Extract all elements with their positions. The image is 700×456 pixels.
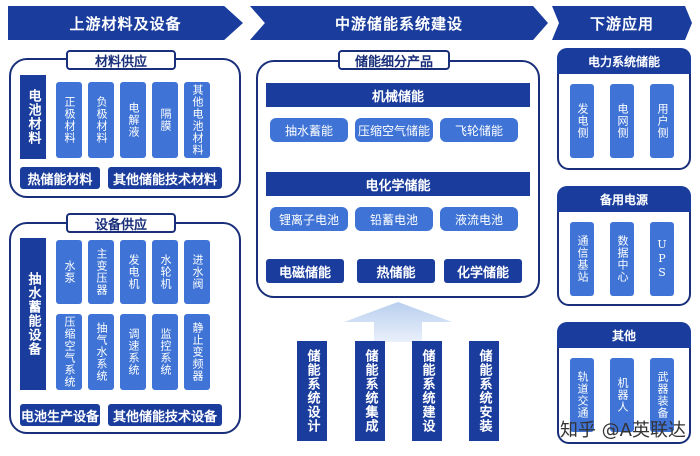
product-item: 铅蓄电池	[355, 207, 433, 231]
material-item: 电解液	[120, 82, 146, 158]
equipment-item: 抽气水系统	[88, 314, 114, 390]
equipment-item: 水轮机	[152, 240, 178, 304]
electrochemical-storage-header: 电化学储能	[266, 172, 530, 196]
equipment-item: 调速系统	[120, 314, 146, 390]
banner-upstream: 上游材料及设备	[8, 6, 243, 40]
downstream-item: 发电侧	[570, 84, 594, 158]
downstream-item: 用户侧	[650, 84, 674, 158]
material-item: 隔膜	[152, 82, 178, 158]
products-title: 储能细分产品	[338, 50, 450, 70]
downstream-item: UPS	[650, 222, 674, 296]
construction-item: 储能系统设计	[297, 341, 327, 441]
equipment-item: 水泵	[56, 240, 82, 304]
construction-item: 储能系统集成	[355, 341, 385, 441]
material-item: 负极材料	[88, 82, 114, 158]
downstream-item: 机器人	[610, 358, 634, 432]
material-item: 正极材料	[56, 82, 82, 158]
equipment-title: 设备供应	[66, 213, 176, 233]
materials-title: 材料供应	[66, 50, 176, 70]
downstream-item: 轨道交通	[570, 358, 594, 432]
thermal-storage: 热储能	[357, 259, 435, 283]
equipment-item: 静止变频器	[184, 314, 210, 390]
banner-midstream: 中游储能系统建设	[250, 6, 548, 40]
electromagnetic-storage: 电磁储能	[266, 259, 344, 283]
banner-downstream: 下游应用	[552, 6, 692, 40]
power-system-title: 电力系统储能	[557, 48, 691, 74]
equipment-item: 发电机	[120, 240, 146, 304]
downstream-item: 通信基站	[570, 222, 594, 296]
construction-item: 储能系统安装	[469, 341, 499, 441]
product-item: 压缩空气储能	[355, 118, 433, 142]
product-item: 锂离子电池	[270, 207, 348, 231]
product-item: 抽水蓄能	[270, 118, 348, 142]
downstream-item: 电网侧	[610, 84, 634, 158]
equipment-item: 进水阀	[184, 240, 210, 304]
other-tech-materials: 其他储能技术材料	[108, 167, 222, 189]
other-tech-equipment: 其他储能技术设备	[108, 404, 222, 426]
other-title: 其他	[557, 322, 691, 348]
downstream-item: 数据中心	[610, 222, 634, 296]
equipment-item: 监控系统	[152, 314, 178, 390]
mechanical-storage-header: 机械储能	[266, 83, 530, 107]
downstream-item: 武器装备	[650, 358, 674, 432]
watermark: 知乎 @A英联达	[559, 420, 686, 441]
up-arrow-icon	[344, 302, 452, 342]
thermal-materials: 热储能材料	[20, 167, 100, 189]
chemical-storage: 化学储能	[444, 259, 522, 283]
battery-production-equipment: 电池生产设备	[20, 404, 100, 426]
pumped-storage-equipment-label: 抽水蓄能设备	[20, 238, 46, 390]
equipment-item: 主变压器	[88, 240, 114, 304]
product-item: 飞轮储能	[440, 118, 518, 142]
backup-power-title: 备用电源	[557, 186, 691, 212]
product-item: 液流电池	[440, 207, 518, 231]
construction-item: 储能系统建设	[412, 341, 442, 441]
battery-materials-label: 电池材料	[20, 75, 46, 159]
material-item: 其他电池材料	[184, 82, 210, 158]
equipment-item: 压缩空气系统	[56, 314, 82, 390]
